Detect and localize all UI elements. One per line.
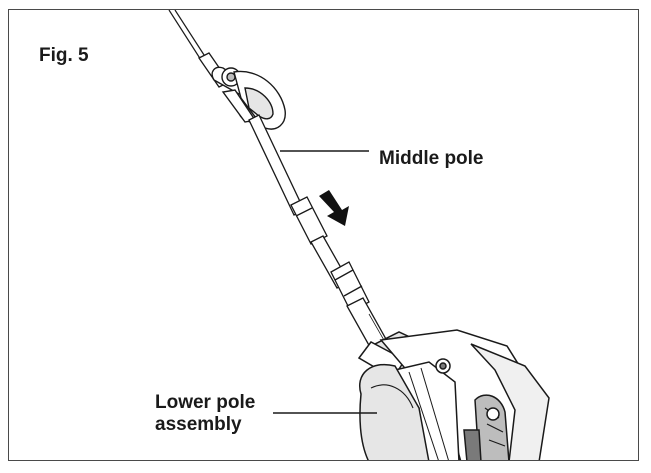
middle-pole (248, 114, 392, 357)
figure-number: Fig. 5 (39, 45, 89, 66)
figure-frame: Fig. 5 Middle pole Lower pole assembly (8, 9, 639, 461)
lower-pole-callout-line2: assembly (155, 414, 242, 435)
pole-clamp (211, 66, 286, 130)
lower-pole-assembly (357, 329, 550, 460)
lower-pole-callout-line1: Lower pole (155, 392, 256, 413)
lower-pole-assembly-callout: Lower pole assembly (155, 392, 255, 436)
arrow-down-right-icon (319, 190, 349, 226)
pole-assembly-illustration (168, 10, 550, 460)
callout-lines (273, 150, 377, 414)
middle-pole-callout: Middle pole (379, 148, 484, 169)
